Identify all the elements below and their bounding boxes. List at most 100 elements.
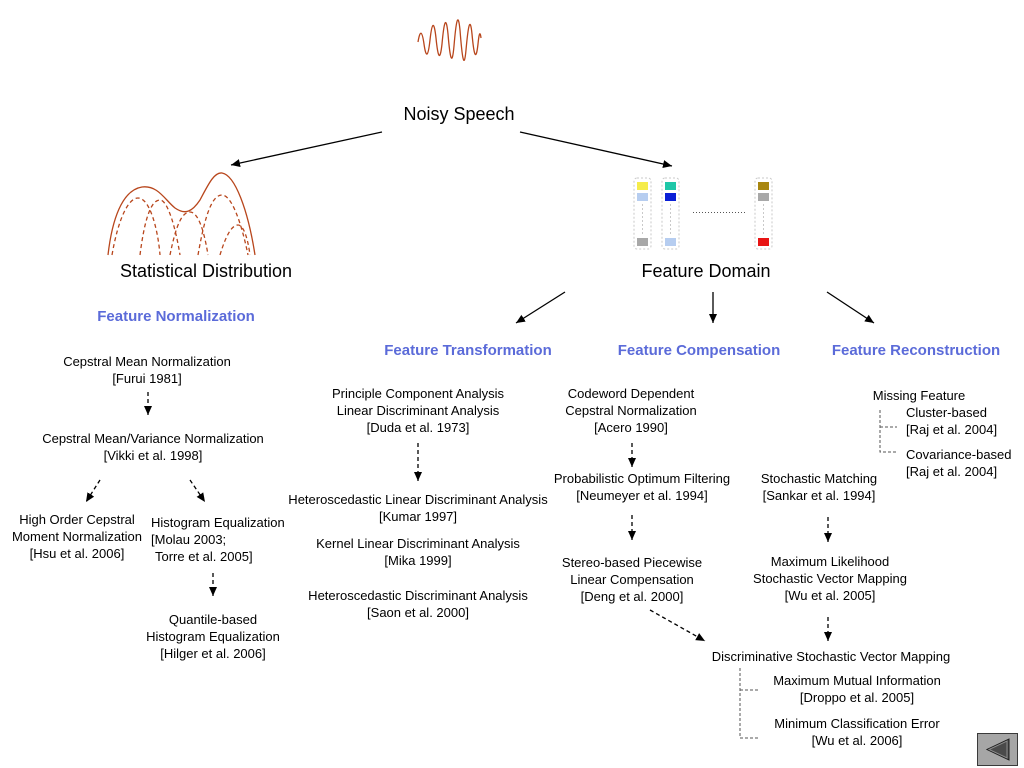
arrow-speech-to-feature-domain [519, 131, 673, 168]
node-citation: [Vikki et al. 1998] [103, 448, 203, 463]
node-title: Maximum Mutual Information [773, 673, 941, 688]
node-citation: [Neumeyer et al. 1994] [576, 488, 708, 503]
node-title: Heteroscedastic Linear Discriminant Anal… [288, 492, 548, 507]
node-title: Kernel Linear Discriminant Analysis [316, 536, 520, 551]
arrow-domain-to-transformation [515, 291, 566, 324]
node-high-order-cepstral-moment-normalization: High Order Cepstral Moment Normalization… [12, 511, 142, 562]
node-discriminative-stochastic-vector-mapping: Discriminative Stochastic Vector Mapping [712, 648, 950, 665]
distribution-component-curve [169, 211, 209, 256]
node-citation: [Mika 1999] [384, 553, 452, 568]
distribution-envelope-curve [107, 172, 256, 256]
bracket-missing-feature-variants [879, 410, 897, 453]
arrow-domain-to-reconstruction [826, 291, 875, 324]
node-title: Moment Normalization [11, 529, 143, 544]
node-citation: [Duda et al. 1973] [366, 420, 470, 435]
node-citation: [Hsu et al. 2006] [29, 546, 125, 561]
node-title: Histogram Equalization [151, 515, 285, 530]
node-title: Discriminative Stochastic Vector Mapping [711, 649, 951, 664]
node-title: Codeword Dependent [567, 386, 695, 401]
node-citation: [Sankar et al. 1994] [762, 488, 876, 503]
node-title: High Order Cepstral [19, 512, 135, 527]
previous-slide-icon [985, 738, 1010, 761]
node-title: Cepstral Normalization [565, 403, 697, 418]
heading-feature-normalization: Feature Normalization [97, 308, 255, 325]
node-missing-feature: Missing Feature [873, 387, 965, 404]
node-maximum-mutual-information: Maximum Mutual Information [Droppo et al… [773, 672, 941, 706]
node-title: Maximum Likelihood [770, 554, 890, 569]
node-citation: [Raj et al. 2004] [906, 422, 998, 437]
heading-feature-reconstruction: Feature Reconstruction [831, 342, 1001, 359]
node-title: Probabilistic Optimum Filtering [553, 471, 731, 486]
node-kernel-lda: Kernel Linear Discriminant Analysis [Mik… [316, 535, 520, 569]
arrow-speech-to-statistical [230, 131, 383, 167]
node-title: Stochastic Matching [760, 471, 878, 486]
node-histogram-equalization: Histogram Equalization [Molau 2003; Torr… [151, 514, 285, 565]
node-probabilistic-optimum-filtering: Probabilistic Optimum Filtering [Neumeye… [554, 470, 730, 504]
node-title: Quantile-based [168, 612, 258, 627]
feature-square [758, 193, 769, 201]
distribution-component-curve [111, 197, 161, 256]
node-minimum-classification-error: Minimum Classification Error [Wu et al. … [774, 715, 939, 749]
node-citation: [Raj et al. 2004] [906, 464, 998, 479]
node-title: Cepstral Mean Normalization [63, 354, 231, 369]
feature-square [758, 238, 769, 246]
node-citation: [Kumar 1997] [378, 509, 458, 524]
node-covariance-based: Covariance-based [Raj et al. 2004] [906, 446, 1012, 480]
node-citation: [Wu et al. 2005] [784, 588, 876, 603]
node-title: Covariance-based [906, 447, 1012, 462]
node-citation: [Wu et al. 2006] [811, 733, 903, 748]
distribution-component-curve [197, 194, 249, 256]
node-cepstral-mean-normalization: Cepstral Mean Normalization [Furui 1981] [63, 353, 231, 387]
node-citation: Torre et al. 2005] [155, 549, 253, 564]
node-title: Minimum Classification Error [774, 716, 940, 731]
noisy-speech-waveform-icon [417, 19, 482, 62]
node-stereo-piecewise-linear-compensation: Stereo-based Piecewise Linear Compensati… [562, 554, 702, 605]
node-title: Stochastic Vector Mapping [753, 571, 907, 586]
arrow-cmvn-to-hoc [85, 479, 101, 503]
node-hlda: Heteroscedastic Linear Discriminant Anal… [288, 491, 547, 525]
bracket-dsvm-variants [739, 668, 758, 739]
node-citation: [Hilger et al. 2006] [160, 646, 266, 661]
node-title: Histogram Equalization [146, 629, 280, 644]
distribution-component-curve [219, 224, 251, 256]
node-title: Cluster-based [906, 405, 987, 420]
feature-square [665, 238, 676, 246]
feature-vector-columns-icon [633, 177, 773, 250]
feature-square [637, 193, 648, 201]
feature-square [637, 182, 648, 190]
node-citation: [Saon et al. 2000] [367, 605, 469, 620]
node-title: Linear Compensation [570, 572, 694, 587]
node-citation: [Molau 2003; [151, 532, 227, 547]
node-ml-stochastic-vector-mapping: Maximum Likelihood Stochastic Vector Map… [753, 553, 907, 604]
branch-label-statistical: Statistical Distribution [119, 261, 293, 281]
previous-slide-button[interactable] [977, 733, 1018, 766]
heading-feature-transformation: Feature Transformation [384, 342, 552, 359]
distribution-curves-icon [107, 172, 256, 256]
feature-vector-column [754, 177, 773, 250]
feature-square [665, 182, 676, 190]
feature-square [758, 182, 769, 190]
node-stochastic-matching: Stochastic Matching [Sankar et al. 1994] [761, 470, 877, 504]
node-title: Cepstral Mean/Variance Normalization [42, 431, 264, 446]
node-pca-lda: Principle Component Analysis Linear Disc… [332, 385, 504, 436]
feature-vector-column [633, 177, 652, 250]
arrow-spilc-to-dsvm [649, 609, 706, 642]
feature-square [665, 193, 676, 201]
node-cepstral-mean-variance-normalization: Cepstral Mean/Variance Normalization [Vi… [42, 430, 264, 464]
node-title: Stereo-based Piecewise [561, 555, 703, 570]
branch-label-feature-domain: Feature Domain [641, 261, 771, 281]
node-title: Heteroscedastic Discriminant Analysis [308, 588, 528, 603]
node-quantile-histogram-equalization: Quantile-based Histogram Equalization [H… [146, 611, 280, 662]
distribution-component-curve [139, 199, 181, 256]
node-hda: Heteroscedastic Discriminant Analysis [S… [308, 587, 528, 621]
node-citation: [Acero 1990] [594, 420, 668, 435]
heading-feature-compensation: Feature Compensation [617, 342, 781, 359]
node-citation: [Droppo et al. 2005] [799, 690, 915, 705]
feature-square [637, 238, 648, 246]
feature-vector-column [661, 177, 680, 250]
node-cluster-based: Cluster-based [Raj et al. 2004] [906, 404, 997, 438]
root-label-noisy-speech: Noisy Speech [403, 104, 515, 124]
node-title: Missing Feature [872, 388, 966, 403]
